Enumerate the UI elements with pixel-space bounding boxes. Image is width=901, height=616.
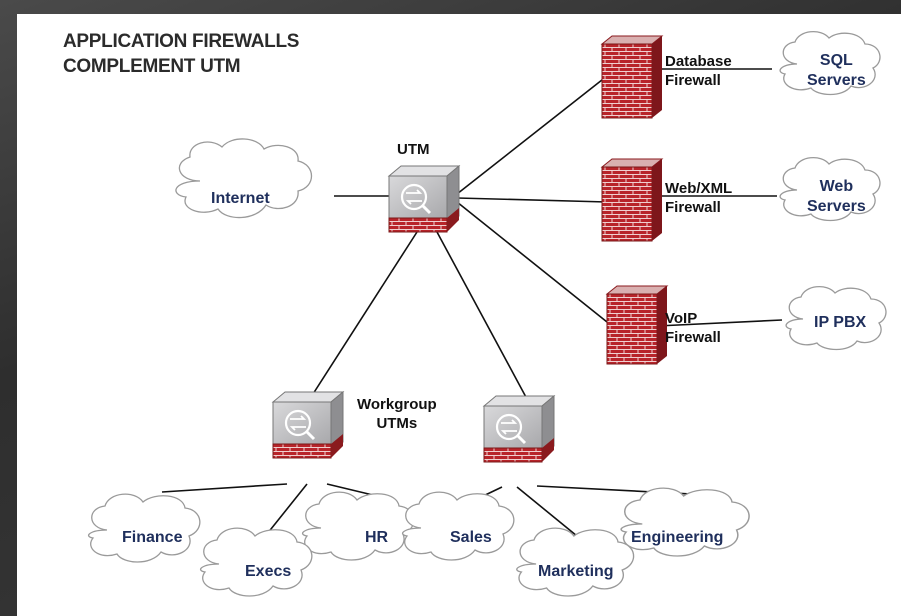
ip-pbx-label: IP PBX <box>814 314 867 331</box>
link-wg-marketing <box>516 486 578 537</box>
voip-firewall-line-2: Firewall <box>665 329 721 346</box>
brick-firewall-icon <box>600 158 664 242</box>
sql-servers-line-2: Servers <box>807 72 866 89</box>
web-xml-firewall-line-2: Firewall <box>665 199 721 216</box>
network-diagram <box>88 31 887 597</box>
link-voip-ippbx <box>656 319 783 327</box>
cloud-icon <box>402 491 515 561</box>
cloud-icon <box>175 138 313 219</box>
sql-servers-label: SQL Servers <box>807 51 866 91</box>
link-utm-voip-firewall <box>456 201 608 323</box>
sql-servers-line-1: SQL <box>819 52 853 69</box>
utm-appliance-icon <box>271 390 345 459</box>
brick-firewall-icon <box>600 35 664 119</box>
workgroup-label-line-1: Workgroup <box>357 396 437 413</box>
web-servers-line-2: Servers <box>807 198 866 215</box>
cloud-icon <box>785 286 887 351</box>
hr-label: HR <box>365 529 389 546</box>
web-xml-firewall-label: Web/XML Firewall <box>665 179 732 217</box>
link-utm-web-firewall <box>456 197 608 203</box>
database-firewall-line-2: Firewall <box>665 72 721 89</box>
connection-lines <box>161 68 783 537</box>
utm-label: UTM <box>397 141 430 158</box>
title-line-2: COMPLEMENT UTM <box>63 56 241 77</box>
web-servers-line-1: Web <box>819 178 854 195</box>
marketing-label: Marketing <box>538 563 614 580</box>
cloud-icon <box>88 493 201 563</box>
cloud-icon <box>779 157 881 222</box>
link-utm-db-firewall <box>456 75 608 195</box>
link-utm-workgroup-left <box>312 231 418 395</box>
internet-label: Internet <box>211 190 270 207</box>
cloud-icon <box>200 527 313 597</box>
execs-label: Execs <box>245 563 292 580</box>
database-firewall-label: Database Firewall <box>665 52 732 90</box>
title-line-1: APPLICATION FIREWALLS <box>63 31 300 52</box>
cloud-icon <box>302 491 415 561</box>
database-firewall-line-1: Database <box>665 53 732 70</box>
brick-firewall-icon <box>605 285 669 365</box>
finance-label: Finance <box>122 529 183 546</box>
cloud-icon <box>620 487 750 557</box>
link-wg-finance <box>161 483 288 493</box>
link-wg-hr <box>326 483 378 497</box>
voip-firewall-label: VoIP Firewall <box>665 309 721 347</box>
link-utm-workgroup-right <box>436 231 528 400</box>
web-xml-firewall-line-1: Web/XML <box>665 180 733 197</box>
voip-firewall-line-1: VoIP <box>665 310 698 327</box>
utm-appliance-icon <box>387 164 461 233</box>
link-wg-execs <box>266 483 308 535</box>
diagram-panel: APPLICATION FIREWALLS COMPLEMENT UTM UTM… <box>17 14 901 616</box>
cloud-icon <box>779 31 881 96</box>
cloud-icon <box>516 527 635 597</box>
sales-label: Sales <box>450 529 492 546</box>
engineering-label: Engineering <box>631 529 724 546</box>
workgroup-label-line-2: UTMs <box>376 415 418 432</box>
utm-appliance-icon <box>482 394 556 463</box>
web-servers-label: Web Servers <box>807 177 866 217</box>
workgroup-utms-label: Workgroup UTMs <box>357 395 437 433</box>
diagram-title: APPLICATION FIREWALLS COMPLEMENT UTM <box>63 29 299 79</box>
